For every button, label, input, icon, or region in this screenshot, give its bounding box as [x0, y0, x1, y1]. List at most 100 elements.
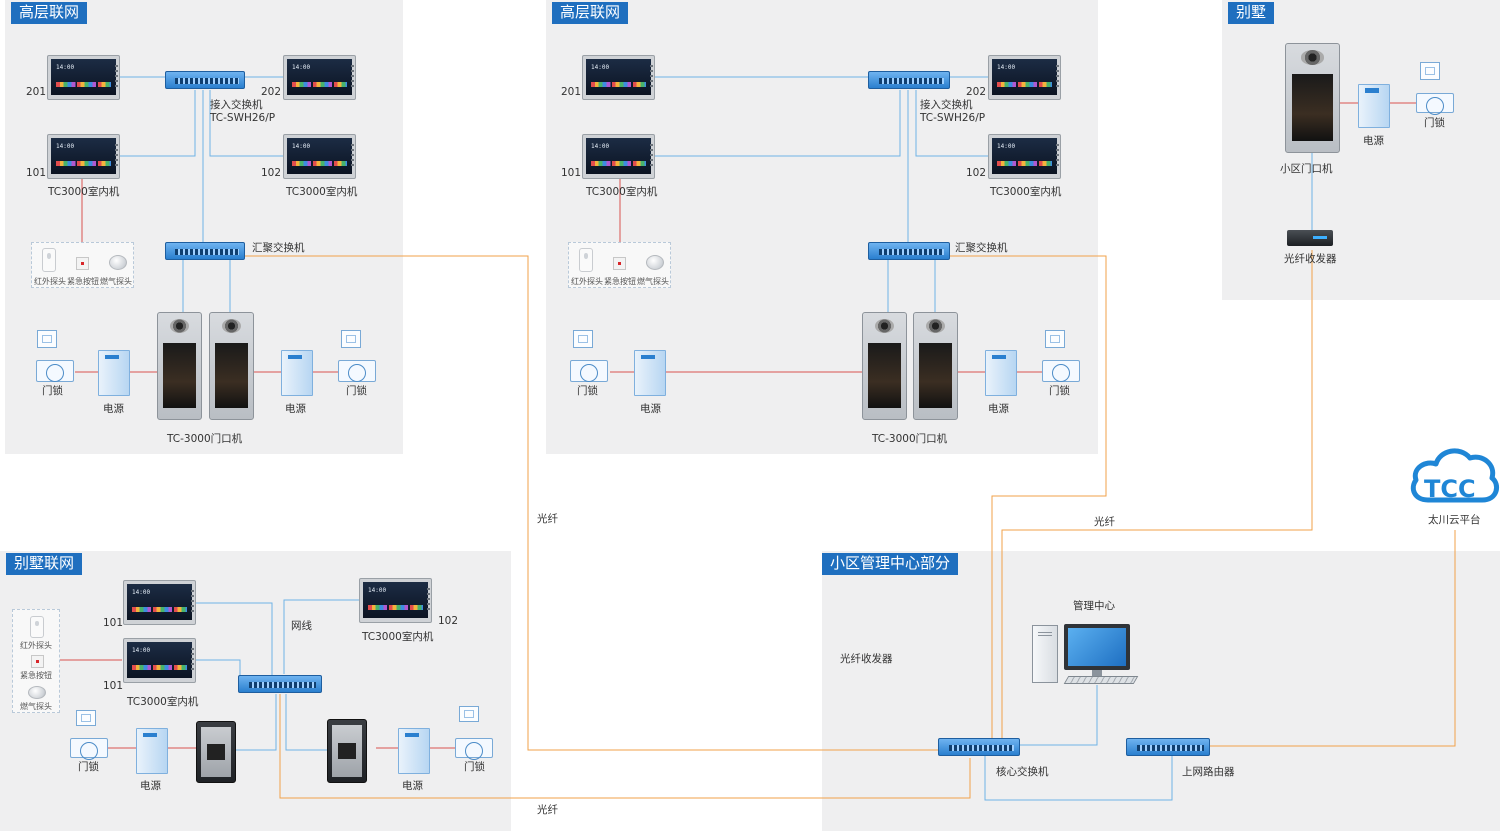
mid-indoor-unit-label-right: TC3000室内机 — [990, 186, 1062, 198]
mid-door-station-1 — [862, 312, 907, 420]
cloud-icon — [1410, 448, 1500, 503]
vn-sensor-emergency-label: 紧急按钮 — [20, 671, 52, 680]
access-switch-model: TC-SWH26/P — [210, 112, 276, 124]
mid-door-lock-right-icon — [1042, 360, 1080, 382]
panel-title-mgmt: 小区管理中心部分 — [822, 553, 959, 575]
vn-switch — [238, 675, 322, 693]
vn-pir-sensor-icon — [30, 616, 44, 638]
mid-access-switch-label: 接入交换机 — [920, 99, 973, 111]
gas-detector-icon — [109, 255, 127, 270]
villa-door-station-label: 小区门口机 — [1280, 163, 1333, 175]
mid-power-supply-right-icon — [985, 350, 1017, 396]
emergency-button-icon — [76, 257, 89, 270]
pc-stand — [1092, 670, 1102, 676]
mid-gas-detector-icon — [646, 255, 664, 270]
mid-label-101: 101 — [561, 167, 582, 179]
door-lock-right-label: 门锁 — [346, 385, 367, 397]
mid-access-switch-model: TC-SWH26/P — [920, 112, 986, 124]
villa-power-supply-icon — [1358, 84, 1390, 128]
vn-power-supply-right-icon — [398, 728, 430, 774]
villa-door-lock-label: 门锁 — [1424, 117, 1445, 129]
vn-emergency-button-icon — [31, 655, 44, 668]
label-201: 201 — [26, 86, 47, 98]
router — [1126, 738, 1210, 756]
panel-title-villa: 别墅 — [1228, 2, 1275, 24]
aggregation-switch-label: 汇聚交换机 — [252, 242, 305, 254]
indoor-monitor-102: 14:00 — [283, 134, 356, 179]
sensor-gas-label: 燃气探头 — [100, 277, 132, 286]
mid-door-lock-icon — [570, 360, 608, 382]
panel-villa — [1222, 0, 1500, 300]
access-switch-label: 接入交换机 — [210, 99, 263, 111]
label-202: 202 — [261, 86, 282, 98]
power-supply-right-icon — [281, 350, 313, 396]
vn-indoor-monitor-101a: 14:00 — [123, 580, 196, 625]
power-supply-label: 电源 — [103, 403, 124, 415]
vn-gas-detector-icon — [28, 686, 46, 699]
indoor-unit-label-right: TC3000室内机 — [286, 186, 358, 198]
panel-title-highrise-left: 高层联网 — [11, 2, 88, 24]
vn-indoor-label-right: TC3000室内机 — [362, 631, 434, 643]
mid-indoor-monitor-101: 14:00 — [582, 134, 655, 179]
panel-title-villa-net: 别墅联网 — [6, 553, 83, 575]
cloud-logo-text: TCC — [1424, 475, 1476, 503]
mid-aggregation-switch — [868, 242, 950, 260]
vn-indoor-monitor-101b: 14:00 — [123, 638, 196, 683]
mid-indoor-monitor-102: 14:00 — [988, 134, 1061, 179]
villa-fiber-transceiver-label: 光纤收发器 — [1284, 253, 1337, 265]
keyboard-icon — [1063, 676, 1139, 684]
villa-door-lock-icon — [1416, 93, 1454, 115]
pc-tower-icon — [1032, 625, 1058, 683]
exit-button-right-icon — [341, 330, 361, 348]
vn-exit-button-right-icon — [459, 706, 479, 722]
door-lock-icon — [36, 360, 74, 382]
core-switch — [938, 738, 1020, 756]
cloud-platform-label: 太川云平台 — [1428, 514, 1481, 526]
mid-exit-button-right-icon — [1045, 330, 1065, 348]
mid-label-201: 201 — [561, 86, 582, 98]
mid-sensor-group — [568, 242, 671, 288]
sensor-emergency-label: 紧急按钮 — [67, 277, 99, 286]
vn-door-station-1 — [196, 721, 236, 783]
label-101: 101 — [26, 167, 47, 179]
power-supply-right-label: 电源 — [285, 403, 306, 415]
mid-power-supply-icon — [634, 350, 666, 396]
router-label: 上网路由器 — [1182, 766, 1235, 778]
label-102: 102 — [261, 167, 282, 179]
villa-power-supply-label: 电源 — [1363, 135, 1384, 147]
mgmt-center-label: 管理中心 — [1073, 600, 1115, 612]
mgmt-fiber-transceiver-label: 光纤收发器 — [840, 653, 893, 665]
mid-door-lock-right-label: 门锁 — [1049, 385, 1070, 397]
mid-door-lock-label: 门锁 — [577, 385, 598, 397]
mid-access-switch — [868, 71, 950, 89]
villa-door-station — [1285, 43, 1340, 153]
mid-label-202: 202 — [966, 86, 987, 98]
panel-title-highrise-mid: 高层联网 — [552, 2, 629, 24]
fiber-label-3: 光纤 — [537, 804, 558, 816]
sensor-group — [31, 242, 134, 288]
vn-indoor-monitor-102: 14:00 — [359, 578, 432, 623]
fiber-label-2: 光纤 — [1094, 516, 1115, 528]
vn-label-101b: 101 — [103, 680, 124, 692]
vn-power-supply-icon — [136, 728, 168, 774]
pc-monitor-icon — [1064, 624, 1130, 670]
door-lock-right-icon — [338, 360, 376, 382]
pir-sensor-icon — [42, 248, 56, 272]
aggregation-switch — [165, 242, 245, 260]
mid-indoor-unit-label-left: TC3000室内机 — [586, 186, 658, 198]
mid-aggregation-switch-label: 汇聚交换机 — [955, 242, 1008, 254]
indoor-monitor-202: 14:00 — [283, 55, 356, 100]
vn-door-lock-label: 门锁 — [78, 761, 99, 773]
mid-exit-button-icon — [573, 330, 593, 348]
door-station-2 — [209, 312, 254, 420]
vn-door-lock-right-label: 门锁 — [464, 761, 485, 773]
vn-sensor-gas-label: 燃气探头 — [20, 702, 52, 711]
indoor-unit-label-left: TC3000室内机 — [48, 186, 120, 198]
mid-label-102: 102 — [966, 167, 987, 179]
vn-sensor-pir-label: 红外探头 — [20, 641, 52, 650]
vn-door-lock-right-icon — [455, 738, 493, 760]
vn-power-supply-label: 电源 — [140, 780, 161, 792]
door-station-label: TC-3000门口机 — [167, 433, 243, 445]
vn-door-lock-icon — [70, 738, 108, 760]
mid-indoor-monitor-202: 14:00 — [988, 55, 1061, 100]
